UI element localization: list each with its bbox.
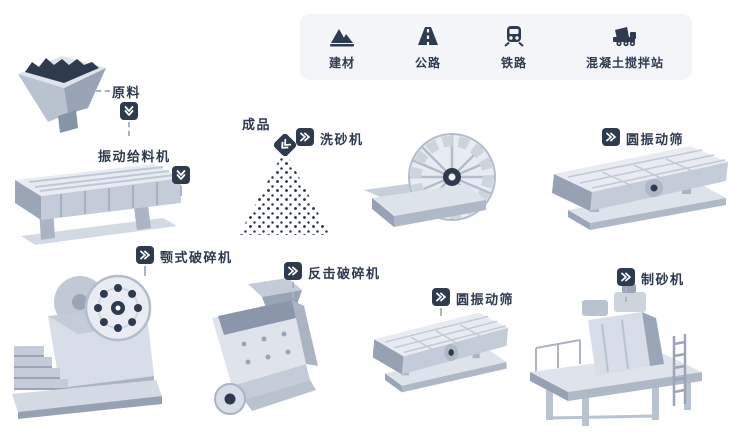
legend-item-label: 混凝土搅拌站 <box>585 55 664 70</box>
jaw-crusher-label: 颚式破碎机 <box>160 251 233 266</box>
raw-material-hopper-illustration <box>12 48 112 138</box>
legend-item-label: 铁路 <box>500 55 527 70</box>
dashed-connector <box>180 186 182 196</box>
impact-crusher-illustration <box>192 278 322 423</box>
vibrating-feeder-label: 振动给料机 <box>98 150 171 165</box>
raw-material-arrow-badge <box>120 102 138 120</box>
impact-crusher-arrow-badge <box>284 262 302 280</box>
legend-item-label: 建材 <box>328 55 355 70</box>
jaw-crusher-illustration <box>8 262 168 420</box>
legend-item-railway: 铁路 <box>500 24 528 71</box>
vibrating-screen-bottom-illustration <box>365 305 515 400</box>
legend-item-building-materials: 建材 <box>328 24 356 71</box>
sand-maker-label: 制砂机 <box>641 273 685 288</box>
impact-crusher-label: 反击破碎机 <box>308 267 381 282</box>
finished-product-arrow-badge <box>272 132 297 157</box>
vibrating-screen-top-illustration <box>542 138 737 238</box>
sand-washer-illustration <box>362 130 507 235</box>
concrete-mixing-plant-icon <box>611 24 639 48</box>
vibrating-screen-bottom-label: 圆振动筛 <box>456 293 515 308</box>
dashed-connector <box>128 122 130 136</box>
legend-item-label: 公路 <box>414 55 441 70</box>
jaw-crusher-arrow-badge <box>136 246 154 264</box>
legend-item-concrete-plant: 混凝土搅拌站 <box>586 24 664 71</box>
vibrating-feeder-arrow-badge <box>172 166 190 184</box>
legend-panel: 建材 公路 铁路 <box>300 14 692 80</box>
finished-product-pile-illustration <box>238 150 331 235</box>
building-materials-icon <box>328 24 356 48</box>
sand-maker-arrow-badge <box>617 268 635 286</box>
dashed-connector <box>440 308 442 316</box>
raw-material-label: 原料 <box>112 86 142 101</box>
sand-washer-label: 洗砂机 <box>320 133 364 148</box>
legend-item-highway: 公路 <box>414 24 442 71</box>
highway-icon <box>414 24 442 48</box>
dashed-connector <box>292 282 294 298</box>
sand-washer-arrow-badge <box>296 128 314 146</box>
dashed-connector <box>144 266 146 276</box>
vibrating-screen-bottom-arrow-badge <box>432 288 450 306</box>
vibrating-screen-top-label: 圆振动筛 <box>626 133 685 148</box>
vibrating-feeder-illustration <box>5 158 190 248</box>
dashed-connector <box>96 90 110 92</box>
sand-maker-illustration <box>524 280 714 430</box>
dashed-connector <box>625 288 627 302</box>
railway-icon <box>500 24 528 48</box>
finished-product-label: 成品 <box>242 118 272 133</box>
vibrating-screen-top-arrow-badge <box>602 128 620 146</box>
